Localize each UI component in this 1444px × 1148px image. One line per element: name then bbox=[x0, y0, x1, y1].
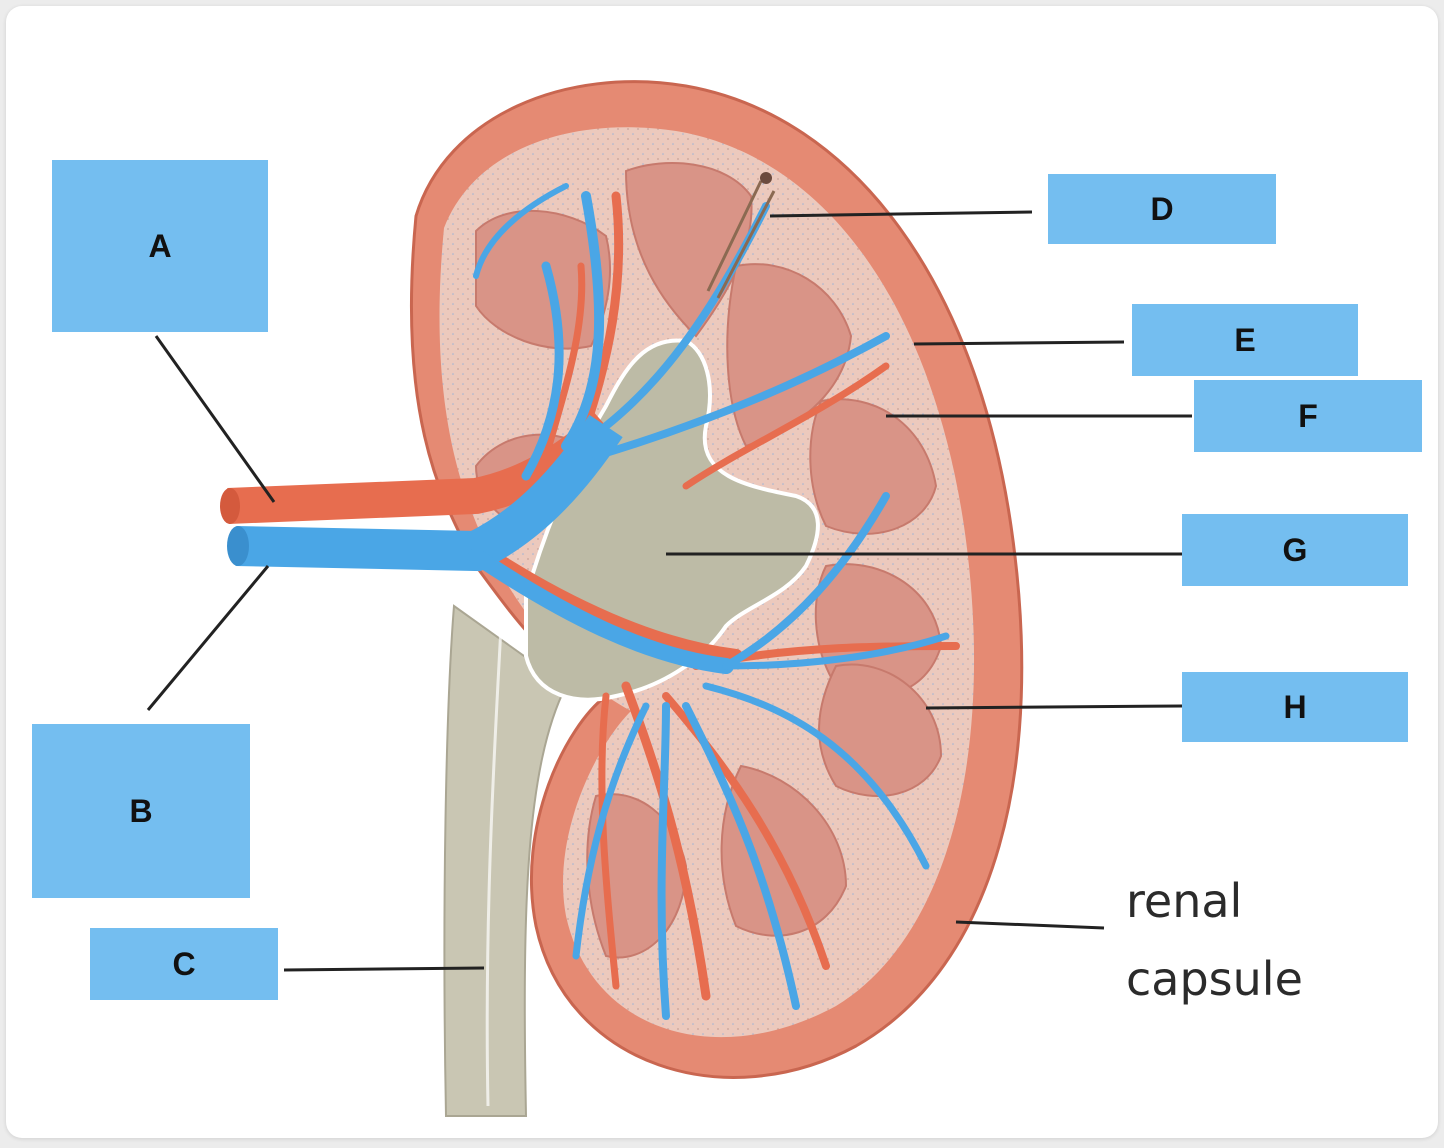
label-box-c[interactable]: C bbox=[90, 928, 278, 1000]
ureter bbox=[443, 604, 568, 1117]
leader-lines bbox=[146, 210, 1192, 972]
kidney-illustration bbox=[146, 80, 1192, 1117]
label-box-d[interactable]: D bbox=[1048, 174, 1276, 244]
label-b-text: B bbox=[129, 792, 153, 829]
glomerulus bbox=[760, 172, 772, 184]
label-d-text: D bbox=[1150, 190, 1174, 227]
label-box-a[interactable]: A bbox=[52, 160, 268, 332]
renal-artery-opening bbox=[220, 488, 240, 524]
renal-capsule-caption: renal capsule bbox=[1126, 862, 1366, 1018]
label-g-text: G bbox=[1282, 531, 1308, 568]
renal-vein-opening bbox=[227, 526, 249, 566]
ureter-inner-line bbox=[485, 625, 503, 1107]
renal-vein bbox=[235, 414, 623, 572]
caption-line-2: capsule bbox=[1126, 952, 1303, 1006]
label-box-e[interactable]: E bbox=[1132, 304, 1358, 376]
label-c-text: C bbox=[172, 945, 196, 982]
label-e-text: E bbox=[1234, 321, 1256, 358]
caption-line-1: renal bbox=[1126, 874, 1243, 928]
label-box-g[interactable]: G bbox=[1182, 514, 1408, 586]
label-box-h[interactable]: H bbox=[1182, 672, 1408, 742]
label-a-text: A bbox=[148, 227, 172, 264]
label-h-text: H bbox=[1283, 688, 1307, 725]
label-box-f[interactable]: F bbox=[1194, 380, 1422, 452]
diagram-card: A B C D E F G H renal capsule bbox=[6, 6, 1438, 1138]
nephron-loop bbox=[706, 180, 776, 299]
label-f-text: F bbox=[1298, 397, 1318, 434]
label-box-b[interactable]: B bbox=[32, 724, 250, 898]
